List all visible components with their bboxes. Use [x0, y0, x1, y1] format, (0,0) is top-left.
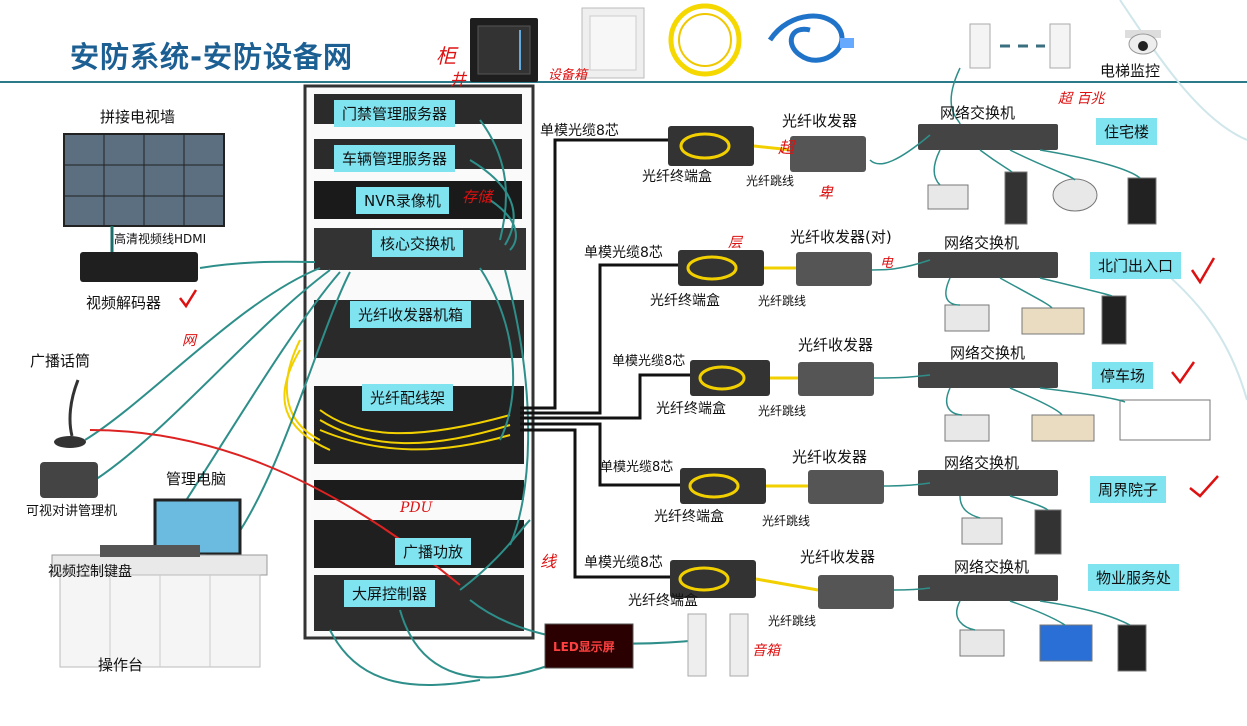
patch-panel-fibers — [283, 339, 511, 451]
decor-arc — [1119, 0, 1247, 141]
branch-5-odf-label: 光纤终端盒 — [628, 593, 698, 609]
area-label-perimeter: 周界院子 — [1090, 476, 1167, 503]
area-label-residential: 住宅楼 — [1096, 118, 1158, 145]
branch-3-cable-label: 单模光缆8芯 — [612, 354, 686, 369]
branch-5-converter-label: 光纤收发器 — [800, 548, 876, 566]
annotation-box: 设备箱 — [548, 68, 588, 83]
check-marks — [179, 257, 1219, 498]
branch-1-odf-label: 光纤终端盒 — [642, 169, 712, 185]
wireless-bridge-icon — [969, 23, 1071, 69]
annotation-line: 线 — [540, 552, 557, 571]
branch-1-patch-label: 光纤跳线 — [746, 174, 795, 188]
annotation-power: 电 — [880, 256, 894, 271]
led-screen-label: LED显示屏 — [553, 640, 615, 654]
annotation-over-100m: 超 百兆 — [1058, 91, 1105, 107]
branch-5-switch-label: 网络交换机 — [954, 558, 1030, 576]
branch-5-patch-label: 光纤跳线 — [768, 614, 817, 628]
branch-2-patch-label: 光纤跳线 — [758, 294, 807, 308]
branch-3-converter-label: 光纤收发器 — [798, 336, 874, 354]
microphone-icon — [54, 379, 86, 448]
rack-device-core-switch: 核心交换机 — [372, 230, 464, 257]
branch-4-switch-label: 网络交换机 — [944, 454, 1020, 472]
branch-4-patch-label: 光纤跳线 — [762, 514, 811, 528]
rack-device-patch-panel: 光纤配线架 — [362, 384, 454, 411]
branch-3-switch-label: 网络交换机 — [950, 344, 1026, 362]
page-title: 安防系统-安防设备网 — [70, 40, 354, 74]
branch-4-odf-label: 光纤终端盒 — [654, 509, 724, 525]
annotation-well: 井 — [450, 70, 467, 89]
rack-device-nvr: NVR录像机 — [356, 187, 449, 214]
video-decoder-device — [80, 252, 198, 282]
rack-device-amplifier: 广播功放 — [395, 538, 472, 565]
annotation-pdu: PDU — [400, 500, 433, 516]
dome-camera-icon — [1125, 30, 1161, 55]
admin-pc-label: 管理电脑 — [166, 470, 227, 488]
microphone-label: 广播话筒 — [30, 352, 91, 370]
annotation-net: 网 — [182, 333, 196, 349]
branch-1-converter-label: 光纤收发器 — [782, 112, 858, 130]
operation-console-icon — [51, 545, 268, 668]
branch-2-switch-label: 网络交换机 — [944, 234, 1020, 252]
branch-5-devices — [670, 560, 1058, 609]
column-speaker-left — [687, 613, 707, 677]
annotation-layer: 层 — [728, 235, 742, 251]
fiber-trunk-lines — [520, 138, 700, 579]
led-screen-device — [544, 623, 634, 669]
access-cables — [869, 67, 1141, 631]
elevator-monitor-label: 电梯监控 — [1100, 62, 1161, 80]
branch-2-converter-label: 光纤收发器(对) — [790, 228, 892, 246]
decoder-label: 视频解码器 — [86, 294, 162, 312]
intercom-manager-label: 可视对讲管理机 — [26, 504, 118, 519]
rack-device-screen-controller: 大屏控制器 — [344, 580, 436, 607]
fiber-coil-icon — [668, 3, 742, 77]
branch-2-odf-label: 光纤终端盒 — [650, 293, 720, 309]
video-wall-label: 拼接电视墙 — [100, 108, 176, 126]
endpoint-cameras — [927, 171, 1211, 672]
hdmi-label: 高清视频线HDMI — [114, 232, 207, 246]
annotation-storage: 存储 — [462, 188, 493, 206]
equipment-box-icon — [581, 7, 645, 79]
rack-device-access-server: 门禁管理服务器 — [334, 100, 456, 127]
branch-4-converter-label: 光纤收发器 — [792, 448, 868, 466]
branch-4-devices — [680, 468, 1058, 504]
branch-3-devices — [690, 360, 1058, 396]
area-label-property-office: 物业服务处 — [1088, 564, 1180, 591]
cabinet-icon — [470, 18, 538, 82]
video-wall-icon — [63, 133, 225, 255]
video-keyboard-label: 视频控制键盘 — [48, 564, 132, 580]
branch-3-patch-label: 光纤跳线 — [758, 404, 807, 418]
branch-1-devices — [668, 124, 1058, 172]
column-speaker-right — [729, 613, 749, 677]
area-label-parking: 停车场 — [1092, 362, 1154, 389]
annotation-cabinet: 柜 — [436, 44, 456, 68]
branch-2-cable-label: 单模光缆8芯 — [584, 245, 663, 261]
rack-device-fiber-chassis: 光纤收发器机箱 — [350, 301, 472, 328]
rack-device-vehicle-server: 车辆管理服务器 — [334, 145, 456, 172]
branch-4-cable-label: 单模光缆8芯 — [600, 460, 674, 475]
area-label-north-gate: 北门出入口 — [1090, 252, 1182, 279]
annotation-super: 超 — [778, 138, 795, 157]
branch-3-odf-label: 光纤终端盒 — [656, 401, 726, 417]
branch-5-cable-label: 单模光缆8芯 — [584, 555, 663, 571]
annotation-bei: 卑 — [818, 184, 834, 202]
annotation-speaker: 音箱 — [752, 643, 780, 659]
branch-1-switch-label: 网络交换机 — [940, 104, 1016, 122]
intercom-manager-device — [40, 462, 98, 498]
network-cable-icon — [767, 13, 854, 63]
branch-1-cable-label: 单模光缆8芯 — [540, 123, 619, 139]
branch-2-devices — [678, 250, 1058, 286]
console-label: 操作台 — [98, 656, 144, 674]
